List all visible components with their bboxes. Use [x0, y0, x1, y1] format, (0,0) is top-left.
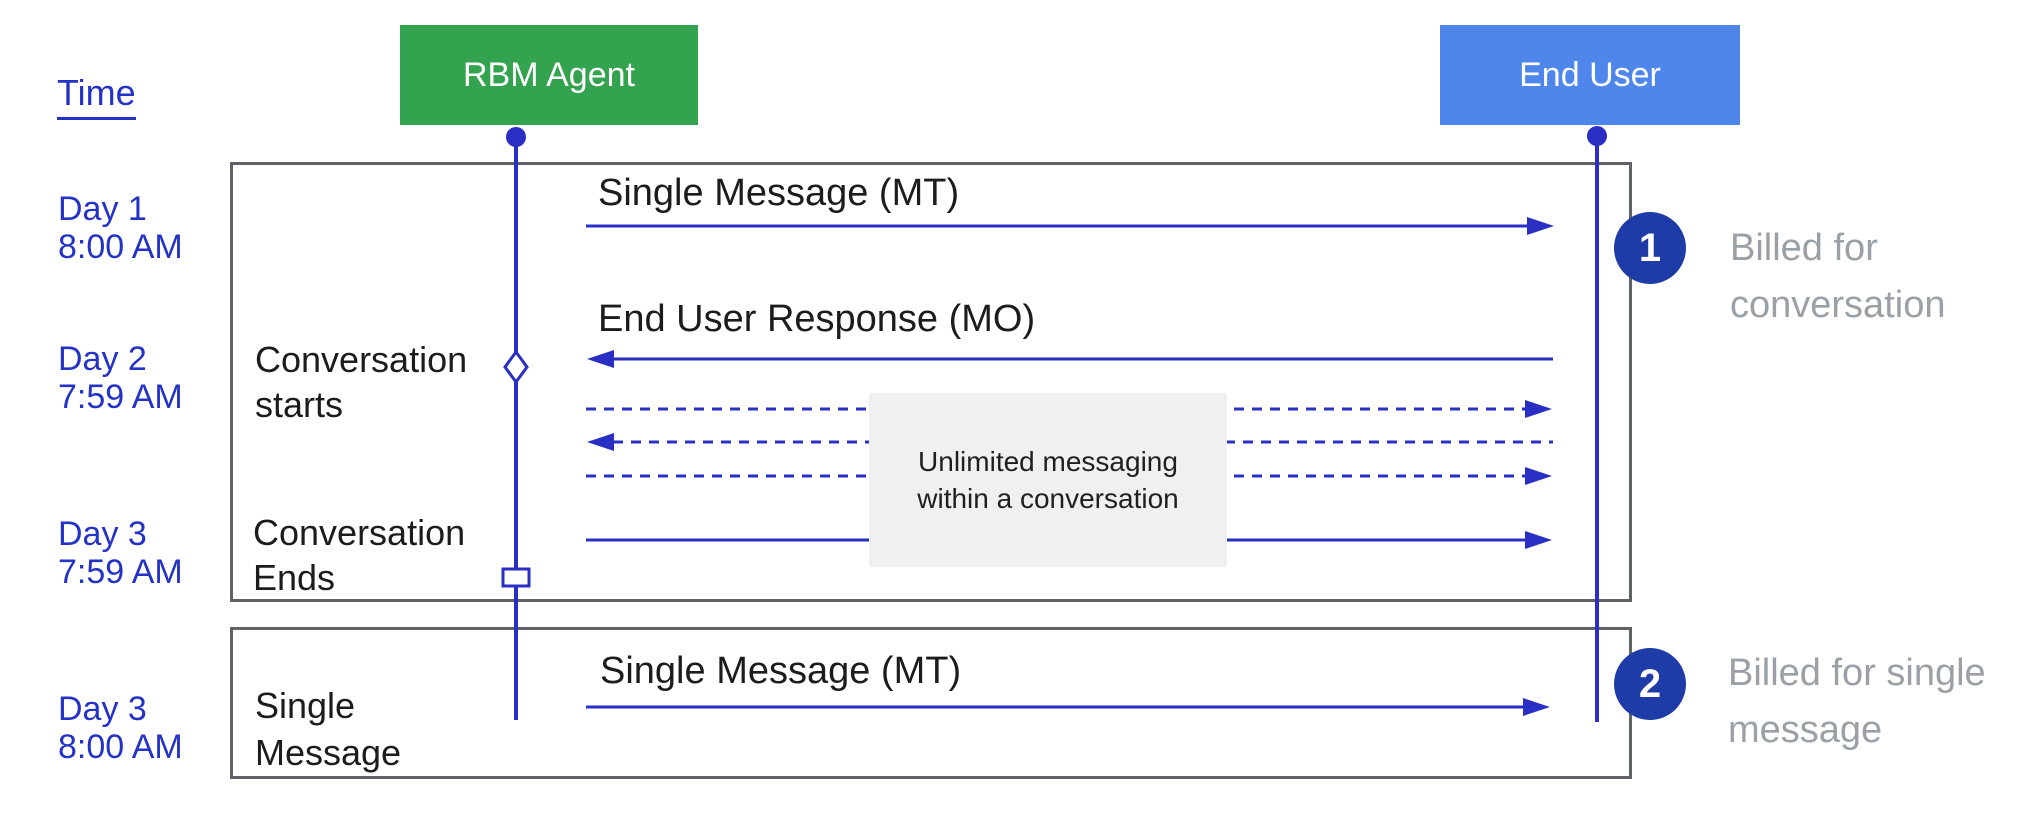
milestone-conversation-ends: Conversation Ends: [253, 512, 466, 598]
billing-badge-2-number: 2: [1638, 661, 1662, 706]
message-label-single-message-mt-2: Single Message (MT): [600, 650, 962, 692]
timeline-label-day1: Day 1 8:00 AM: [58, 190, 183, 266]
row-label-single-message: Single Message: [255, 685, 402, 773]
actor-end-user: End User: [1440, 25, 1740, 125]
end-user-lifeline-dot-icon: [1587, 126, 1607, 146]
milestone-conversation-starts: Conversation starts: [255, 339, 468, 425]
conversation-frame: [230, 162, 1632, 602]
message-label-single-message-mt: Single Message (MT): [598, 172, 960, 214]
billing-badge-1: 1: [1614, 212, 1686, 284]
billing-badge-2: 2: [1614, 648, 1686, 720]
actor-rbm-agent: RBM Agent: [400, 25, 698, 125]
timeline-label-day2: Day 2 7:59 AM: [58, 340, 183, 416]
actor-rbm-agent-label: RBM Agent: [463, 55, 635, 94]
message-label-end-user-response-mo: End User Response (MO): [598, 298, 1036, 340]
time-axis-label: Time: [57, 72, 136, 120]
timeline-label-day3-759: Day 3 7:59 AM: [58, 515, 183, 591]
billing-note-single-message: Billed for single message: [1728, 652, 1986, 751]
agent-lifeline-dot-icon: [506, 127, 526, 147]
actor-end-user-label: End User: [1519, 55, 1661, 94]
billing-note-conversation: Billed for conversation: [1730, 227, 1946, 326]
unlimited-messaging-note: Unlimited messaging within a conversatio…: [869, 393, 1227, 567]
timeline-label-day3-800: Day 3 8:00 AM: [58, 690, 183, 766]
billing-badge-1-number: 1: [1638, 225, 1662, 270]
